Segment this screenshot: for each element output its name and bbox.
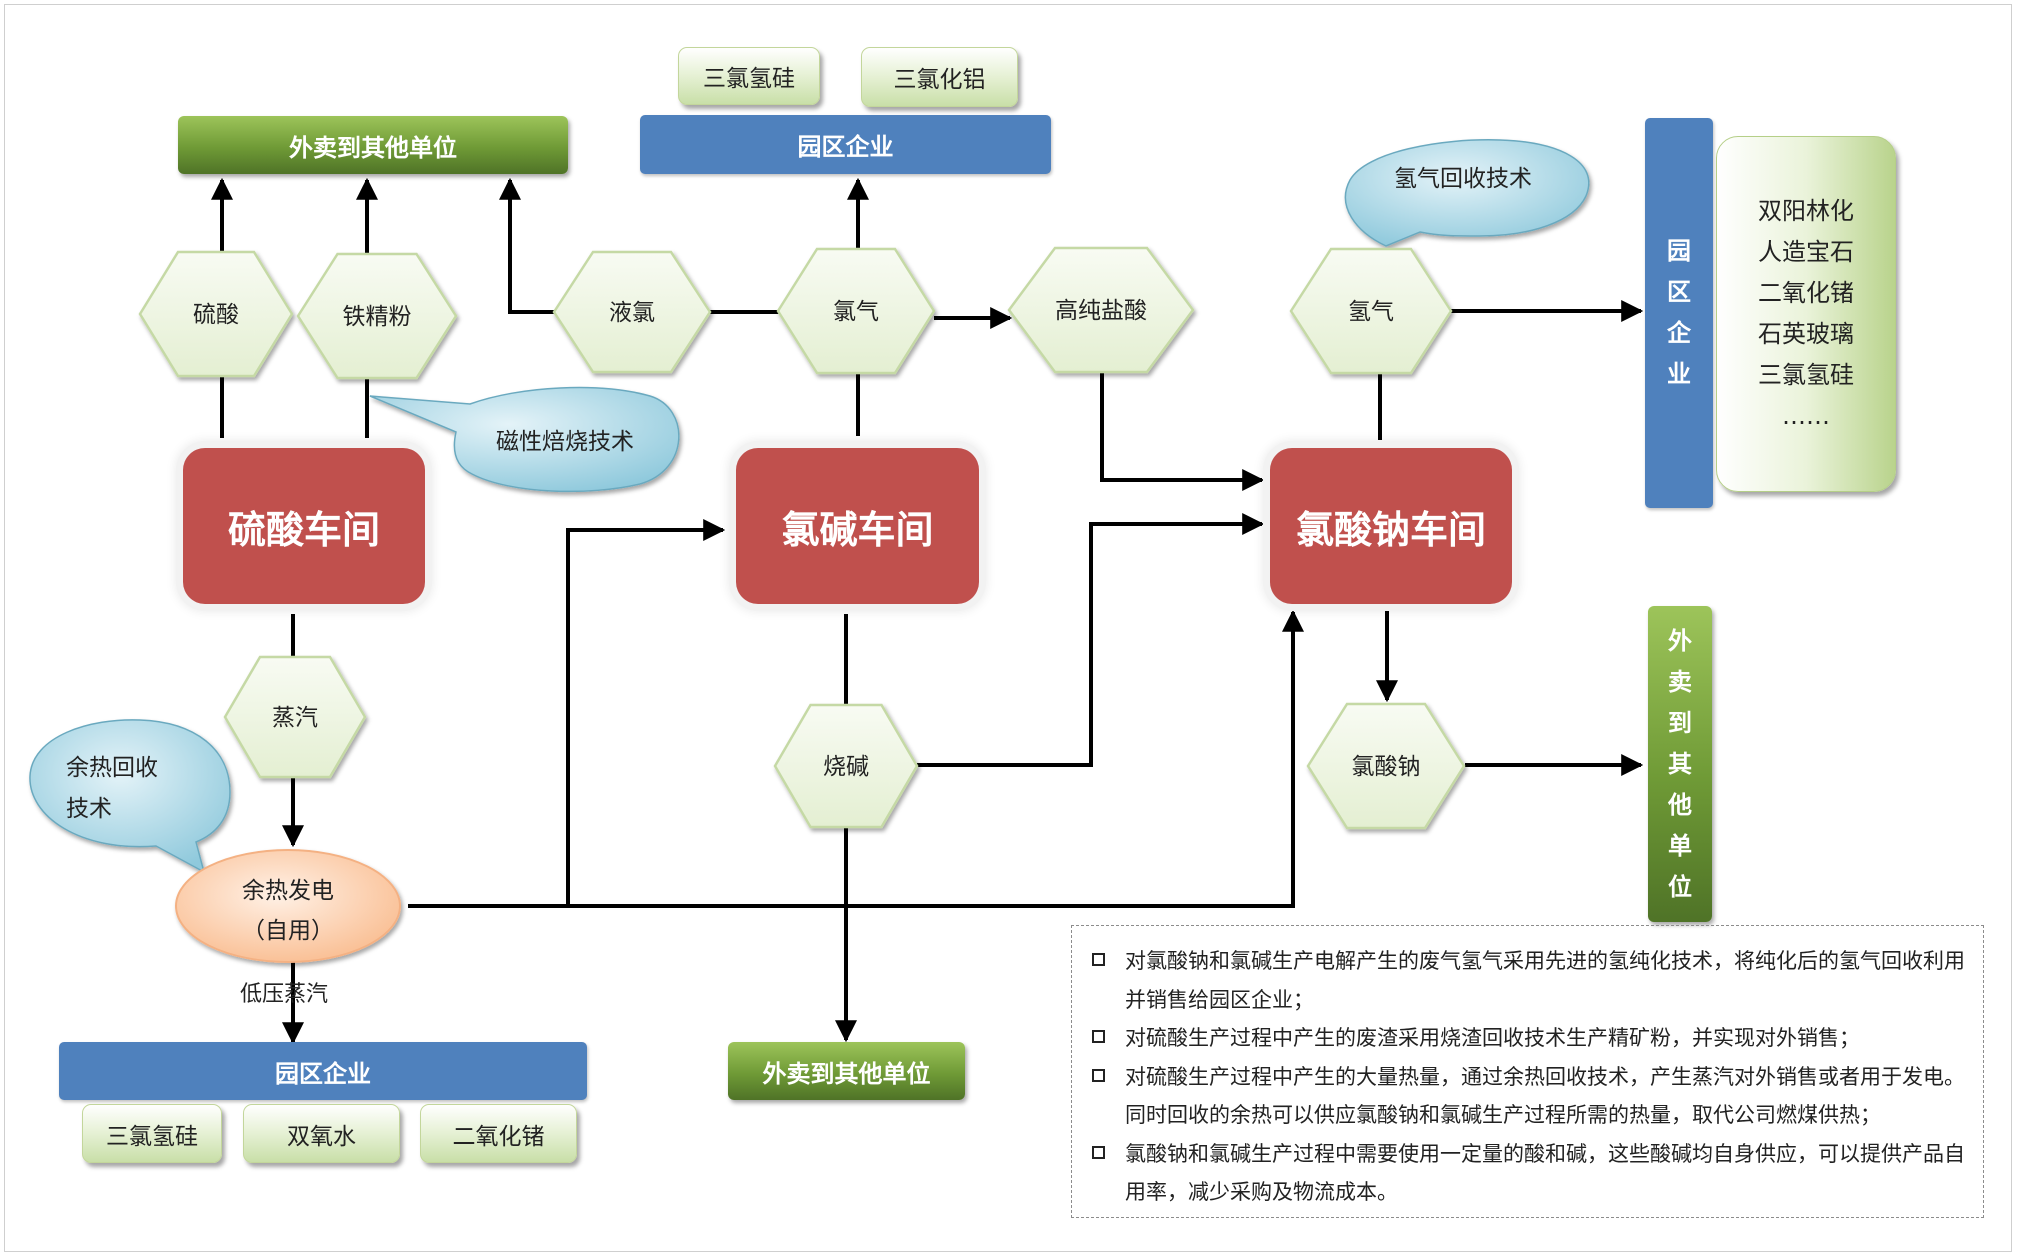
sodium-chlorate-plant: 氯酸钠车间: [1270, 448, 1512, 604]
checkbox-icon: [1092, 1145, 1105, 1159]
chlorine-hex-shape: [776, 247, 936, 375]
note-item: 氯酸钠和氯碱生产过程中需要使用一定量的酸和碱，这些酸碱均自身供应，可以提供产品自…: [1092, 1135, 1965, 1212]
chlorine-hex: 氯气: [776, 247, 936, 375]
steam-hex: 蒸汽: [223, 655, 367, 779]
hydrogen-hex-label: 氢气: [1348, 299, 1394, 325]
park-list-item-2: 人造宝石: [1758, 238, 1854, 266]
note-item: 对氯酸钠和氯碱生产电解产生的废气氢气采用先进的氢纯化技术，将纯化后的氢气回收利用…: [1092, 942, 1965, 1019]
note-text-2: 对硫酸生产过程中产生的废渣采用烧渣回收技术生产精矿粉，并实现对外销售；: [1125, 1026, 1860, 1050]
chloralkali-plant: 氯碱车间: [736, 448, 979, 604]
liquid-chlorine-hex-shape: [552, 250, 712, 374]
sulfuric-acid-hex-shape: [138, 250, 294, 378]
caustic-soda-hex-shape: [773, 703, 919, 829]
sell-vertical-char-2: 卖: [1668, 667, 1692, 696]
park-vertical-char-2: 区: [1667, 278, 1691, 306]
liquid-chlorine-hex: 液氯: [552, 250, 712, 374]
note-item: 对硫酸生产过程中产生的大量热量，通过余热回收技术，产生蒸汽对外销售或者用于发电。…: [1092, 1058, 1965, 1135]
callout-magnetic-text: 磁性焙烧技术: [496, 429, 634, 455]
note-text-1: 对氯酸钠和氯碱生产电解产生的废气氢气采用先进的氢纯化技术，将纯化后的氢气回收利用…: [1125, 949, 1965, 1012]
checkbox-icon: [1092, 953, 1105, 966]
callout-waste-heat-line1: 余热回收: [66, 755, 158, 781]
note-text-3: 对硫酸生产过程中产生的大量热量，通过余热回收技术，产生蒸汽对外销售或者用于发电。…: [1125, 1064, 1965, 1128]
iron-concentrate-hex: 铁精粉: [296, 252, 458, 380]
line-caustic-chlorate: [917, 513, 1265, 767]
park-list-item-4: 石英玻璃: [1758, 320, 1854, 348]
callouts: 磁性焙烧技术 氢气回收技术 余热回收 技术: [29, 139, 1590, 874]
chlorine-hex-label: 氯气: [833, 299, 879, 325]
note-item: 对硫酸生产过程中产生的废渣采用烧渣回收技术生产精矿粉，并实现对外销售；: [1092, 1019, 1965, 1058]
hydrogen-hex-shape: [1289, 247, 1453, 375]
sell-vertical-char-6: 单: [1668, 831, 1692, 860]
sulfuric-acid-hex: 硫酸: [138, 250, 294, 378]
park-vertical-char-1: 园: [1667, 237, 1691, 265]
park-vertical-char-4: 业: [1667, 360, 1691, 388]
hcl-hex-shape: [1007, 246, 1195, 374]
caustic-soda-hex: 烧碱: [773, 703, 919, 829]
sulfuric-acid-hex-label: 硫酸: [193, 302, 239, 328]
park-tag-top-2: 三氯化铝: [861, 47, 1018, 107]
steam-hex-label: 蒸汽: [272, 705, 318, 731]
park-list-item-6: ……: [1782, 402, 1830, 430]
caustic-soda-hex-label: 烧碱: [823, 754, 869, 780]
callout-waste-heat: [29, 719, 231, 874]
diagram-frame: [4, 4, 2012, 1252]
callout-hydrogen-text: 氢气回收技术: [1394, 166, 1532, 192]
line-power-main: [408, 609, 1304, 908]
sell-vertical-char-4: 其: [1668, 749, 1692, 778]
hydrogen-hex: 氢气: [1289, 247, 1453, 375]
sell-other-top: 外卖到其他单位: [178, 116, 568, 174]
sell-vertical: 外 卖 到 其 他 单 位: [1648, 606, 1712, 922]
waste-heat-power-node: 余热发电 （自用）: [175, 849, 401, 963]
park-list-item-5: 三氯氢硅: [1758, 361, 1854, 389]
note-text-4: 氯酸钠和氯碱生产过程中需要使用一定量的酸和碱，这些酸碱均自身供应，可以提供产品自…: [1125, 1141, 1965, 1205]
callout-hydrogen-recovery: [1344, 139, 1590, 247]
hcl-hex: 高纯盐酸: [1007, 246, 1195, 374]
park-tag-bottom-2: 双氧水: [243, 1104, 400, 1163]
sulfuric-acid-plant: 硫酸车间: [183, 448, 425, 604]
park-vertical: 园 区 企 业: [1645, 118, 1713, 508]
connector-lines: [211, 177, 1644, 1045]
iron-concentrate-hex-label: 铁精粉: [343, 304, 412, 330]
hcl-hex-label: 高纯盐酸: [1055, 298, 1147, 324]
callout-magnetic-roasting: [369, 386, 680, 493]
sell-vertical-char-5: 他: [1668, 790, 1692, 819]
park-tag-bottom-1: 三氯氢硅: [82, 1104, 222, 1163]
power-line1: 余热发电: [242, 878, 334, 904]
sodium-chlorate-hex: 氯酸钠: [1306, 702, 1466, 830]
park-tag-top-1: 三氯氢硅: [678, 47, 820, 105]
steam-hex-shape: [223, 655, 367, 779]
power-line2: （自用）: [242, 918, 334, 944]
park-list-item-3: 二氧化锗: [1758, 279, 1854, 307]
low-pressure-steam-label: 低压蒸汽: [240, 982, 328, 1007]
callout-waste-heat-line2: 技术: [66, 796, 112, 822]
sell-vertical-char-1: 外: [1668, 626, 1692, 655]
line-liquid-chlorine-up: [499, 177, 556, 314]
park-company-list: 双阳林化 人造宝石 二氧化锗 石英玻璃 三氯氢硅 ……: [1716, 136, 1896, 492]
sell-vertical-char-3: 到: [1668, 708, 1692, 737]
notes-box: 对氯酸钠和氯碱生产电解产生的废气氢气采用先进的氢纯化技术，将纯化后的氢气回收利用…: [1071, 925, 1984, 1218]
park-vertical-char-3: 企: [1667, 319, 1691, 347]
sodium-chlorate-hex-shape: [1306, 702, 1466, 830]
park-bottom: 园区企业: [59, 1042, 587, 1100]
checkbox-icon: [1092, 1030, 1105, 1043]
liquid-chlorine-hex-label: 液氯: [609, 300, 655, 326]
line-power-chloralkali: [566, 519, 726, 906]
park-top: 园区企业: [640, 115, 1051, 174]
sell-vertical-char-7: 位: [1668, 872, 1692, 901]
iron-concentrate-hex-shape: [296, 252, 458, 380]
park-list-item-1: 双阳林化: [1758, 197, 1854, 225]
line-hcl-chlorate: [1100, 372, 1265, 491]
park-tag-bottom-3: 二氧化锗: [420, 1104, 577, 1163]
checkbox-icon: [1092, 1068, 1105, 1082]
sell-other-bottom: 外卖到其他单位: [728, 1042, 965, 1100]
sodium-chlorate-hex-label: 氯酸钠: [1352, 754, 1421, 780]
